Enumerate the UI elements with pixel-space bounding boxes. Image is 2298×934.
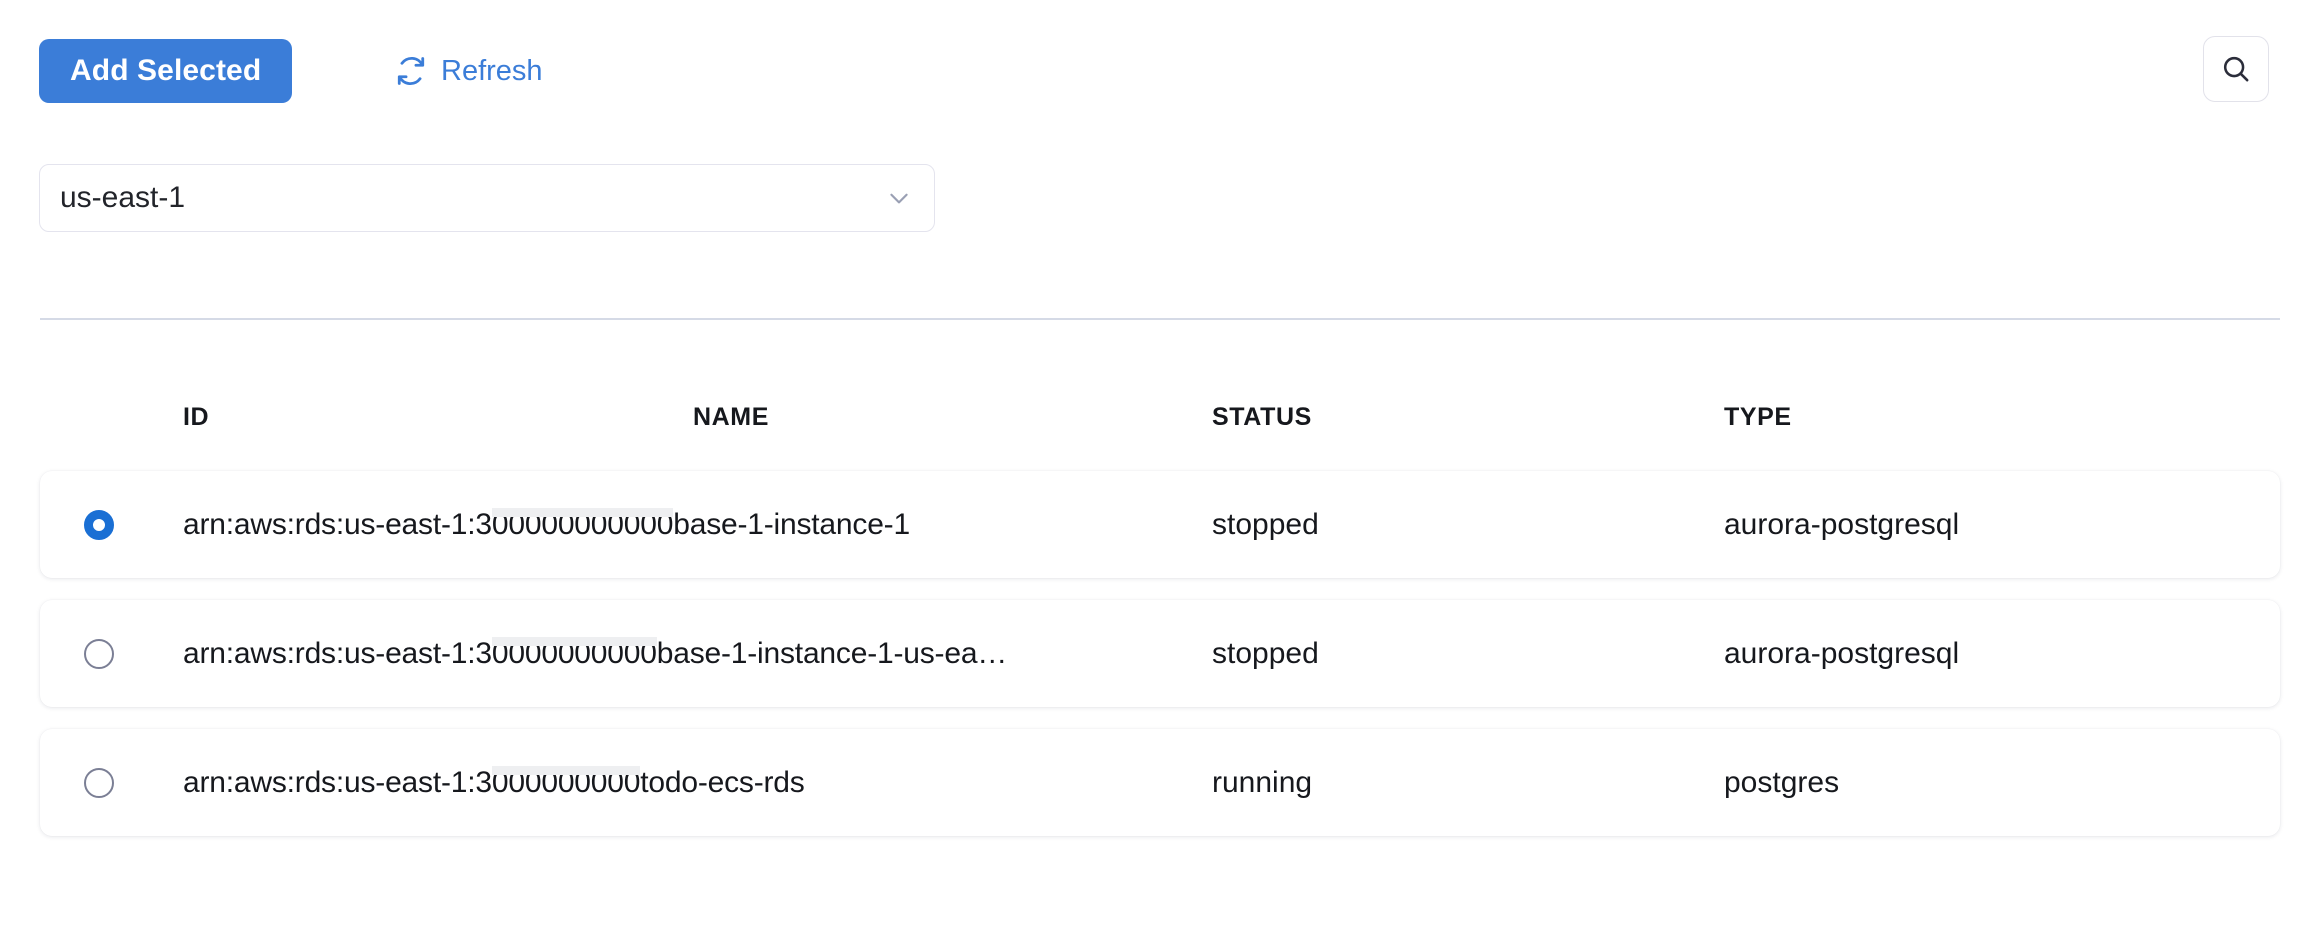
cell-status: stopped xyxy=(1212,507,1319,541)
arn-prefix: arn:aws:rds:us-east-1:3 xyxy=(183,765,492,799)
cell-status: running xyxy=(1212,765,1313,799)
column-header-type: TYPE xyxy=(1724,403,1792,431)
search-button[interactable] xyxy=(2203,36,2269,102)
table-header-row: ID NAME STATUS TYPE xyxy=(0,395,2298,455)
arn-suffix: base-1-instance-1 xyxy=(673,507,910,541)
refresh-label: Refresh xyxy=(441,54,543,87)
cell-status: stopped xyxy=(1212,636,1319,670)
section-divider xyxy=(40,318,2280,320)
arn-suffix: todo-ecs-rds xyxy=(640,765,805,799)
region-select-value: us-east-1 xyxy=(60,181,186,214)
row-radio-cell[interactable] xyxy=(54,471,144,578)
arn-prefix: arn:aws:rds:us-east-1:3 xyxy=(183,507,492,541)
add-selected-button[interactable]: Add Selected xyxy=(39,39,293,103)
arn-redacted-account-id: 0000000000 xyxy=(491,636,657,670)
search-icon xyxy=(2220,53,2252,85)
row-radio-cell[interactable] xyxy=(54,600,144,707)
toolbar: Add Selected Refresh xyxy=(0,0,2298,150)
arn-suffix: base-1-instance-1-us-ea… xyxy=(656,636,1008,670)
cell-type: aurora-postgresql xyxy=(1724,507,1960,541)
column-header-name: NAME xyxy=(693,403,770,431)
row-radio-cell[interactable] xyxy=(54,729,144,836)
radio-button[interactable] xyxy=(84,638,114,669)
column-header-status: STATUS xyxy=(1212,403,1312,431)
radio-button[interactable] xyxy=(84,767,114,798)
cell-type: postgres xyxy=(1724,765,1840,799)
refresh-button[interactable]: Refresh xyxy=(395,43,543,99)
arn-redacted-account-id: 000000000 xyxy=(491,765,641,799)
arn-redacted-account-id: 00000000000 xyxy=(491,507,674,541)
cell-type: aurora-postgresql xyxy=(1724,636,1960,670)
refresh-icon xyxy=(395,55,427,87)
column-header-id: ID xyxy=(183,403,210,431)
instances-table: ID NAME STATUS TYPE arn:aws:rds:us-east-… xyxy=(0,395,2298,858)
radio-button-selected[interactable] xyxy=(84,509,114,540)
chevron-down-icon xyxy=(886,185,912,211)
arn-prefix: arn:aws:rds:us-east-1:3 xyxy=(183,636,492,670)
region-select[interactable]: us-east-1 xyxy=(39,164,935,232)
